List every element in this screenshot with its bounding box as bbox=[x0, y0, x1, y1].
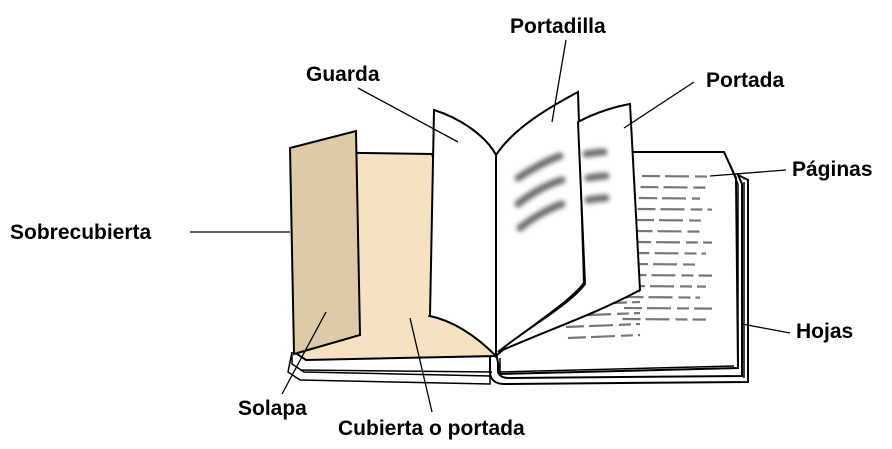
blurred-text bbox=[514, 148, 610, 232]
label-paginas: Páginas bbox=[792, 158, 873, 181]
text-line bbox=[631, 251, 707, 255]
label-sobrecubierta: Sobrecubierta bbox=[10, 221, 152, 244]
portada-page bbox=[497, 102, 642, 353]
label-portadilla: Portadilla bbox=[510, 15, 606, 38]
text-line bbox=[622, 317, 707, 321]
text-line bbox=[567, 333, 641, 340]
leader-lines bbox=[190, 39, 791, 413]
guarda-page bbox=[428, 108, 497, 359]
text-line bbox=[638, 196, 701, 200]
label-portada: Portada bbox=[706, 69, 785, 92]
text-line bbox=[629, 262, 701, 266]
text-line bbox=[640, 185, 707, 189]
text-line bbox=[634, 229, 701, 233]
label-hojas: Hojas bbox=[796, 320, 854, 343]
text-line bbox=[565, 322, 641, 329]
text-line bbox=[623, 306, 713, 310]
label-solapa: Solapa bbox=[238, 397, 307, 420]
text-line bbox=[637, 207, 713, 211]
label-guarda: Guarda bbox=[306, 63, 380, 86]
solapa-flap bbox=[288, 129, 362, 356]
label-cubierta: Cubierta o portada bbox=[338, 417, 525, 440]
text-line bbox=[641, 174, 713, 178]
text-line bbox=[625, 295, 701, 299]
text-line bbox=[632, 240, 713, 244]
text-line bbox=[628, 273, 713, 277]
text-line bbox=[635, 218, 707, 222]
